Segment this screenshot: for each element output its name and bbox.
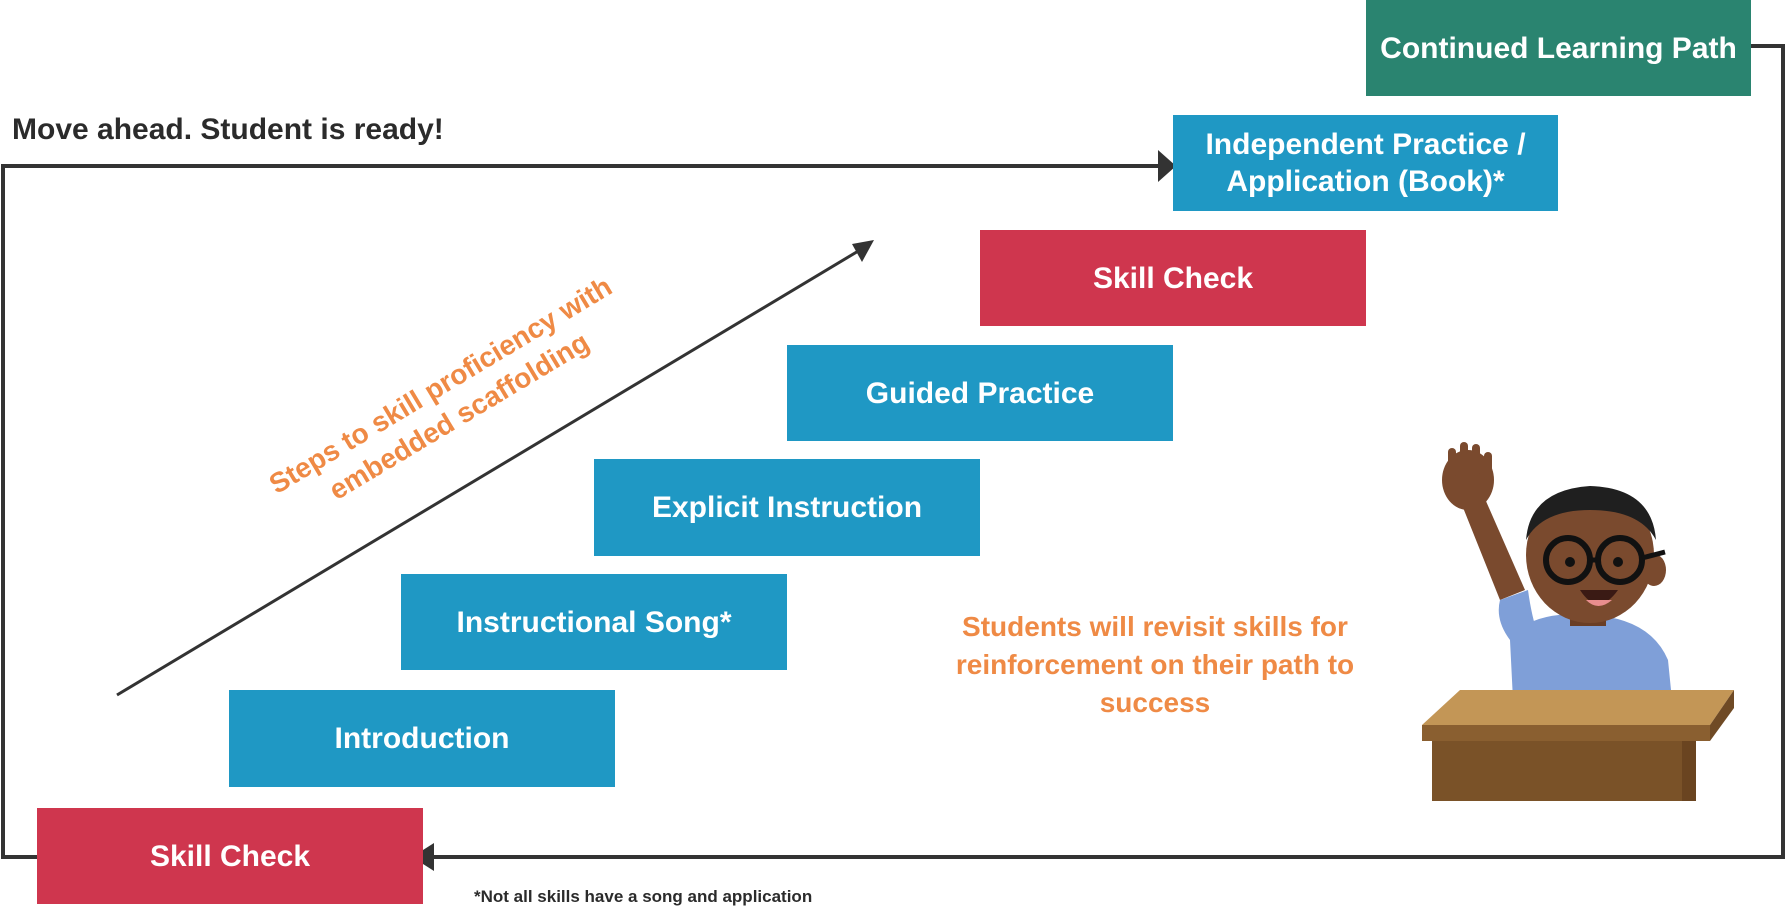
guided-practice-box: Guided Practice bbox=[787, 345, 1173, 441]
footnote: *Not all skills have a song and applicat… bbox=[474, 887, 813, 906]
explicit-instruction-box: Explicit Instruction bbox=[594, 459, 980, 556]
skill-check-top-box: Skill Check bbox=[980, 230, 1366, 326]
progress-arrow-head bbox=[852, 240, 874, 262]
move-ahead-arrow-head bbox=[1158, 150, 1176, 182]
instructional-song-box: Instructional Song* bbox=[401, 574, 787, 670]
progress-diagonal-arrow bbox=[116, 245, 866, 697]
continued-learning-path-box: Continued Learning Path bbox=[1366, 0, 1751, 96]
independent-practice-box: Independent Practice / Application (Book… bbox=[1173, 115, 1558, 211]
return-loop-line bbox=[422, 44, 1785, 859]
move-ahead-caption: Move ahead. Student is ready! bbox=[12, 113, 444, 146]
return-arrow-head bbox=[412, 843, 434, 871]
student-raising-hand-illustration bbox=[1422, 442, 1734, 801]
revisit-skills-note: Students will revisit skills for reinfor… bbox=[955, 611, 1355, 718]
introduction-box: Introduction bbox=[229, 690, 615, 787]
skill-check-bottom-box: Skill Check bbox=[37, 808, 423, 904]
move-ahead-line bbox=[1, 164, 1160, 859]
